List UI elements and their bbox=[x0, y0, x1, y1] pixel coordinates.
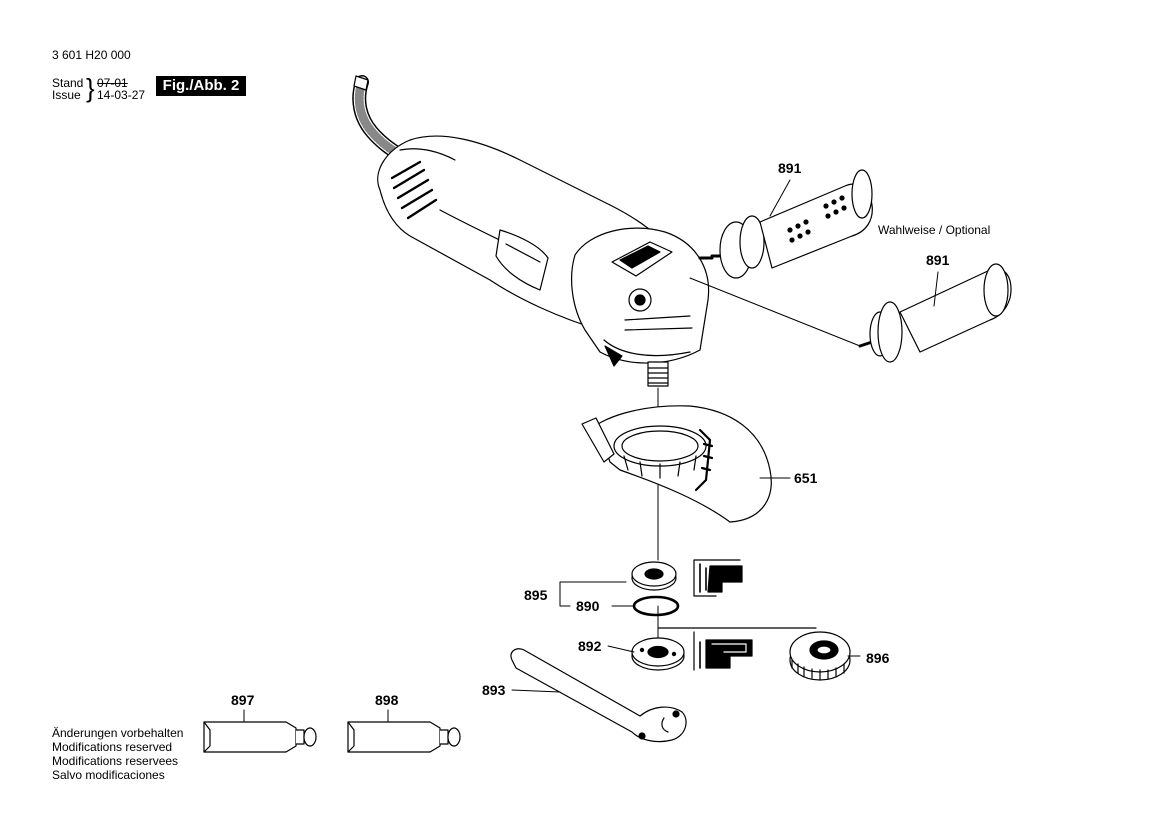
clamping-nut bbox=[631, 637, 685, 671]
o-ring bbox=[632, 595, 680, 617]
note-french: Modifications reservees bbox=[52, 754, 179, 768]
stand-date: 07-01 bbox=[97, 76, 128, 90]
auxiliary-handle-antivibration bbox=[698, 169, 873, 279]
optional-handle-leader bbox=[689, 277, 861, 347]
issue-label: Issue bbox=[52, 88, 81, 102]
grease-tube-898 bbox=[347, 721, 461, 753]
modification-notes: Änderungen vorbehalten Modifications res… bbox=[52, 726, 183, 782]
note-spanish: Salvo modificaciones bbox=[52, 768, 165, 782]
flange-inset-detail bbox=[693, 559, 743, 597]
auxiliary-handle-standard bbox=[858, 263, 1012, 363]
quick-clamping-nut bbox=[789, 631, 851, 681]
note-german: Änderungen vorbehalten bbox=[52, 726, 184, 740]
brace-symbol: } bbox=[86, 73, 95, 103]
pin-wrench bbox=[510, 648, 687, 743]
note-english: Modifications reserved bbox=[52, 740, 173, 754]
grip-pads bbox=[787, 195, 847, 243]
grease-tube-897 bbox=[203, 721, 317, 753]
callout-895-flange: 895 bbox=[524, 587, 548, 603]
protective-guard bbox=[581, 405, 772, 523]
callout-890-o-ring: 890 bbox=[576, 598, 600, 614]
figure-badge: Fig./Abb. 2 bbox=[156, 76, 246, 96]
callout-893-pin-wrench: 893 bbox=[482, 682, 506, 698]
air-vents bbox=[390, 160, 438, 220]
optional-note: Wahlweise / Optional bbox=[878, 223, 991, 237]
callout-892-clamping-nut: 892 bbox=[578, 638, 602, 654]
angle-grinder-body bbox=[377, 135, 710, 387]
mounting-flange bbox=[631, 561, 677, 591]
stand-label: Stand bbox=[52, 76, 84, 90]
issue-date: 14-03-27 bbox=[97, 88, 146, 102]
callout-897-grease: 897 bbox=[231, 692, 255, 708]
part-number: 3 601 H20 000 bbox=[52, 48, 131, 62]
clamping-nut-inset-detail bbox=[657, 627, 817, 671]
callout-898-grease: 898 bbox=[375, 692, 399, 708]
callout-leaders bbox=[243, 179, 939, 723]
callout-891-antivibration-handle: 891 bbox=[778, 160, 802, 176]
callout-896-quick-nut: 896 bbox=[866, 650, 890, 666]
callout-651-guard: 651 bbox=[794, 470, 818, 486]
power-cord bbox=[352, 75, 411, 165]
callout-891-standard-handle: 891 bbox=[926, 252, 950, 268]
